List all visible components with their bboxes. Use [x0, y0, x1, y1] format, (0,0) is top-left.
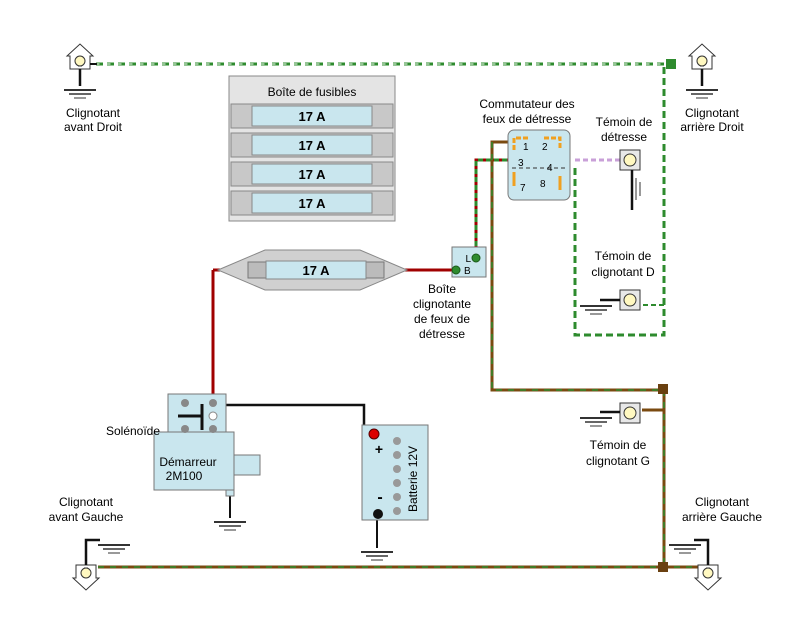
fuse-3-rating: 17 A [299, 167, 327, 182]
label-rear-right: Clignotant arrière Droit [680, 106, 744, 134]
label-front-right: Clignotant avant Droit [64, 106, 123, 134]
svg-text:Solénoïde: Solénoïde [106, 424, 160, 438]
svg-text:détresse: détresse [601, 130, 647, 144]
svg-text:Commutateur des: Commutateur des [479, 97, 574, 111]
fuse-4-rating: 17 A [299, 196, 327, 211]
label-hazard-switch: Commutateur des feux de détresse [479, 97, 574, 126]
battery: + - Batterie 12V [360, 424, 429, 561]
svg-text:clignotant D: clignotant D [591, 265, 655, 279]
fuse-box-title: Boîte de fusibles [268, 85, 357, 99]
svg-text:arrière Gauche: arrière Gauche [682, 510, 762, 524]
lamp-front-right [63, 43, 97, 99]
svg-text:Clignotant: Clignotant [685, 106, 740, 120]
lamp-front-left [72, 538, 131, 591]
battery-plus: + [375, 441, 383, 457]
hazard-switch: 1 2 3 4 7 8 [507, 129, 571, 201]
fuse-2-rating: 17 A [299, 138, 327, 153]
label-rear-left: Clignotant arrière Gauche [682, 495, 762, 524]
fuse-2: 17 A [230, 132, 394, 158]
svg-text:clignotant G: clignotant G [586, 454, 650, 468]
battery-label: Batterie 12V [406, 446, 420, 512]
lamp-rear-left [668, 538, 722, 591]
switch-pin-8: 8 [540, 179, 546, 190]
svg-text:feux de détresse: feux de détresse [483, 112, 572, 126]
svg-text:2M100: 2M100 [166, 469, 203, 483]
flasher-unit: L B [451, 246, 487, 278]
indicator-right [579, 289, 641, 315]
svg-text:Témoin de: Témoin de [595, 249, 652, 263]
switch-pin-1: 1 [523, 142, 529, 153]
switch-pin-7: 7 [520, 183, 526, 194]
svg-text:Témoin de: Témoin de [590, 438, 647, 452]
svg-text:Boîte: Boîte [428, 282, 456, 296]
fuse-4: 17 A [230, 190, 394, 216]
indicator-left [579, 402, 641, 427]
fuse-1: 17 A [230, 103, 394, 129]
svg-text:Clignotant: Clignotant [59, 495, 114, 509]
label-flasher-unit: Boîte clignotante de feux de détresse [413, 282, 471, 341]
indicator-hazard [619, 149, 641, 210]
svg-text:Clignotant: Clignotant [695, 495, 750, 509]
fuse-1-rating: 17 A [299, 109, 327, 124]
fuse-box: Boîte de fusibles 17 A 17 A 17 A 17 A [228, 75, 396, 222]
flasher-pin-l: L [465, 254, 471, 265]
svg-text:de feux de: de feux de [414, 312, 470, 326]
label-solenoid: Solénoïde [106, 424, 160, 438]
svg-text:arrière Droit: arrière Droit [680, 120, 744, 134]
svg-text:avant Droit: avant Droit [64, 120, 123, 134]
fuse-3: 17 A [230, 161, 394, 187]
flasher-pin-b: B [464, 266, 471, 277]
label-right-indicator: Témoin de clignotant D [591, 249, 655, 279]
svg-text:Témoin de: Témoin de [596, 115, 653, 129]
svg-text:Clignotant: Clignotant [66, 106, 121, 120]
svg-text:avant Gauche: avant Gauche [49, 510, 124, 524]
starter-solenoid [153, 393, 261, 531]
svg-text:détresse: détresse [419, 327, 465, 341]
label-starter: Démarreur 2M100 [159, 455, 216, 483]
inline-fuse-rating: 17 A [303, 263, 331, 278]
battery-minus: - [377, 489, 382, 506]
switch-pin-2: 2 [542, 142, 548, 153]
switch-pin-4: 4 [547, 163, 553, 174]
inline-fuse: 17 A [216, 249, 409, 291]
label-hazard-indicator: Témoin de détresse [596, 115, 653, 144]
label-front-left: Clignotant avant Gauche [49, 495, 124, 524]
lamp-rear-right [685, 43, 719, 99]
svg-text:Démarreur: Démarreur [159, 455, 216, 469]
label-left-indicator: Témoin de clignotant G [586, 438, 650, 468]
switch-pin-3: 3 [518, 158, 524, 169]
svg-text:clignotante: clignotante [413, 297, 471, 311]
